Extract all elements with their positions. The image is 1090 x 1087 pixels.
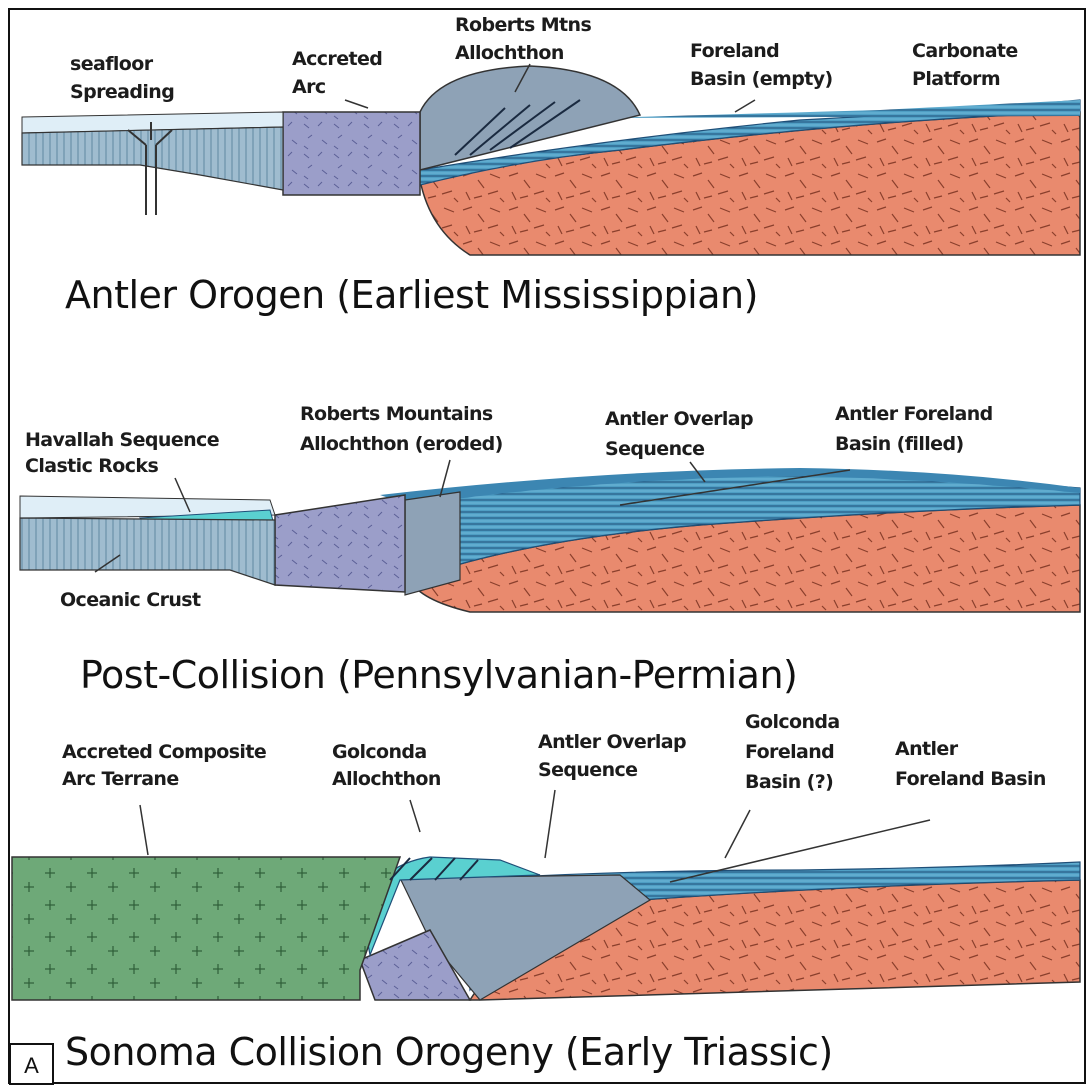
panel-2-section: Havallah Sequence Clastic Rocks Roberts … bbox=[20, 403, 1080, 697]
p1-label-rma-2: Allochthon bbox=[455, 42, 564, 64]
panel-tag: A bbox=[9, 1043, 54, 1085]
p2-label-crust: Oceanic Crust bbox=[60, 589, 201, 611]
p1-label-seafloor-1: seafloor bbox=[70, 53, 154, 75]
p3-label-golconda-1: Golconda bbox=[332, 741, 427, 763]
p3-label-gfb-1: Golconda bbox=[745, 711, 840, 733]
p1-arc bbox=[283, 112, 420, 195]
p1-title: Antler Orogen (Earliest Mississippian) bbox=[65, 273, 758, 317]
p1-label-arc-2: Arc bbox=[292, 76, 326, 98]
p1-label-seafloor-2: Spreading bbox=[70, 81, 174, 103]
p2-label-foreland-1: Antler Foreland bbox=[835, 403, 993, 425]
p2-label-havallah-1: Havallah Sequence bbox=[25, 429, 219, 451]
p3-label-golconda-2: Allochthon bbox=[332, 768, 441, 790]
p3-label-overlap-1: Antler Overlap bbox=[538, 731, 686, 753]
p3-label-composite-2: Arc Terrane bbox=[62, 768, 179, 790]
p1-label-foreland-1: Foreland bbox=[690, 40, 779, 62]
p2-label-rm-2: Allochthon (eroded) bbox=[300, 433, 503, 455]
panel-1-section: seafloor Spreading Accreted Arc Roberts … bbox=[22, 14, 1080, 317]
p3-label-overlap-2: Sequence bbox=[538, 759, 637, 781]
p2-title: Post-Collision (Pennsylvanian-Permian) bbox=[80, 653, 797, 697]
p1-label-carbonate-2: Platform bbox=[912, 68, 1000, 90]
p1-sediment-top bbox=[600, 100, 1080, 118]
p1-label-carbonate-1: Carbonate bbox=[912, 40, 1018, 62]
p2-label-foreland-2: Basin (filled) bbox=[835, 433, 964, 455]
p2-label-rm-1: Roberts Mountains bbox=[300, 403, 493, 425]
panel-3-section: Accreted Composite Arc Terrane Golconda … bbox=[12, 711, 1080, 1074]
p3-composite-terrane bbox=[12, 857, 400, 1000]
p2-label-overlap-2: Sequence bbox=[605, 438, 704, 460]
p1-label-rma-1: Roberts Mtns bbox=[455, 14, 591, 36]
p1-oceanic-crust bbox=[22, 127, 283, 190]
p2-label-havallah-2: Clastic Rocks bbox=[25, 455, 158, 477]
p3-title: Sonoma Collision Orogeny (Early Triassic… bbox=[65, 1030, 833, 1074]
p3-label-gfb-3: Basin (?) bbox=[745, 771, 833, 793]
p2-allochthon bbox=[405, 492, 460, 595]
p3-label-afb-2: Foreland Basin bbox=[895, 768, 1046, 790]
p2-arc bbox=[275, 495, 405, 592]
p2-oceanic-crust bbox=[20, 518, 275, 585]
p2-label-overlap-1: Antler Overlap bbox=[605, 408, 753, 430]
p3-label-afb-1: Antler bbox=[895, 738, 959, 760]
p1-label-foreland-2: Basin (empty) bbox=[690, 68, 833, 90]
p3-label-composite-1: Accreted Composite bbox=[62, 741, 266, 763]
p3-label-gfb-2: Foreland bbox=[745, 741, 834, 763]
p1-label-arc-1: Accreted bbox=[292, 48, 382, 70]
